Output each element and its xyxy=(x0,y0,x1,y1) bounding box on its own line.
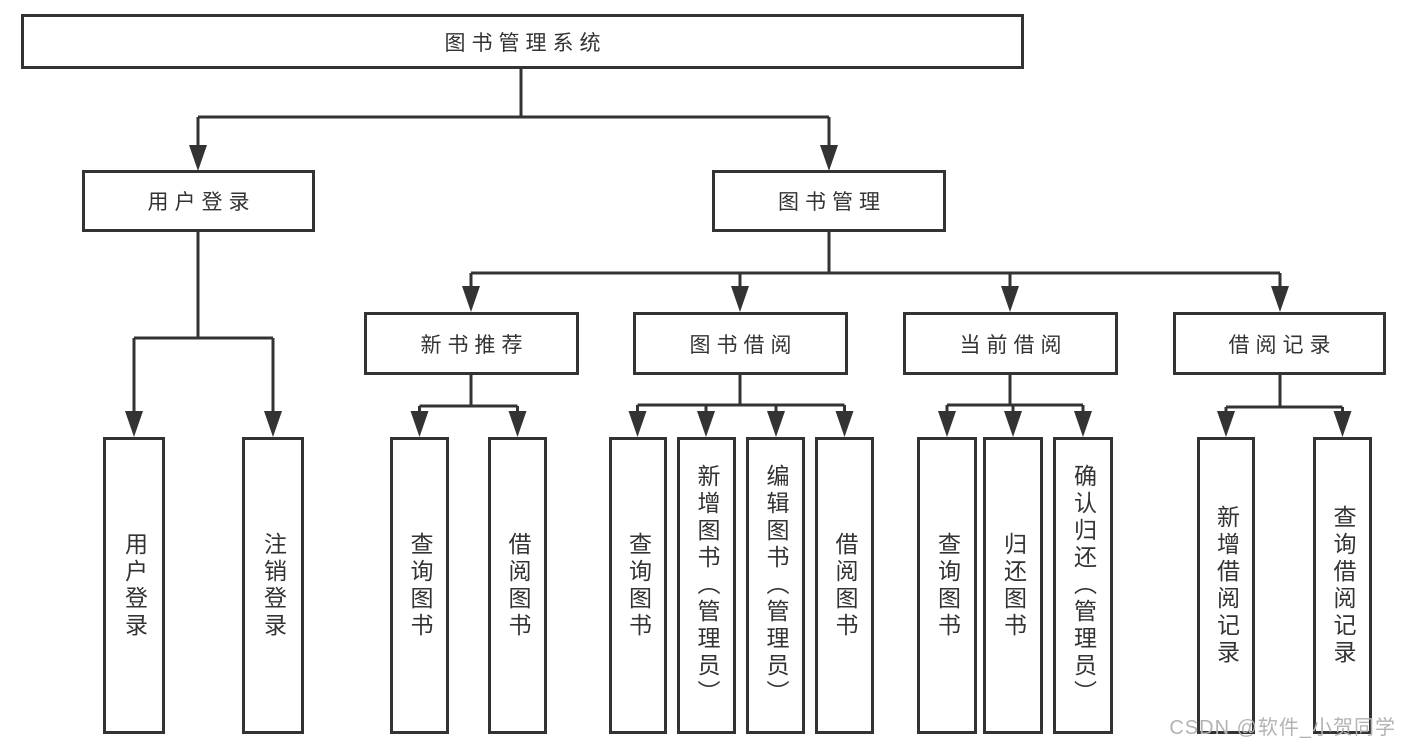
arrowhead xyxy=(189,145,207,171)
node-root: 图书管理系统 xyxy=(21,14,1024,69)
connector-borrowing-records-children xyxy=(1217,375,1352,437)
connector-current-borrowing-children xyxy=(938,375,1092,437)
arrowhead xyxy=(1074,411,1092,437)
node-cb-confirm-return-admin: 确认归还（管理员） xyxy=(1053,437,1113,734)
node-new-book-recommend: 新书推荐 xyxy=(364,312,579,375)
node-current-borrowing: 当前借阅 xyxy=(903,312,1118,375)
arrowhead xyxy=(1001,286,1019,312)
node-cb-query-books: 查询图书 xyxy=(917,437,977,734)
arrowhead xyxy=(1333,411,1352,437)
node-br-query-record: 查询借阅记录 xyxy=(1313,437,1372,734)
arrowhead xyxy=(1271,286,1289,312)
arrowhead xyxy=(1217,411,1235,437)
node-cb-return-books: 归还图书 xyxy=(983,437,1043,734)
node-bb-borrow-books: 借阅图书 xyxy=(815,437,874,734)
arrowhead xyxy=(731,286,749,312)
arrowhead xyxy=(938,411,956,437)
node-bb-add-books-admin: 新增图书（管理员） xyxy=(677,437,736,734)
arrowhead xyxy=(767,411,785,437)
watermark: CSDN @软件_小贺同学 xyxy=(1169,717,1396,739)
node-book-management: 图书管理 xyxy=(712,170,946,232)
arrowhead xyxy=(508,411,527,437)
connector-book-management-children xyxy=(462,232,1289,312)
arrowhead xyxy=(264,411,282,437)
arrowhead xyxy=(820,145,838,171)
node-borrowing-records: 借阅记录 xyxy=(1173,312,1386,375)
arrowhead xyxy=(835,411,854,437)
node-logout: 注销登录 xyxy=(242,437,304,734)
node-login: 用户登录 xyxy=(103,437,165,734)
connector-root-children xyxy=(189,69,838,171)
node-bb-query-books: 查询图书 xyxy=(609,437,667,734)
node-book-borrowing: 图书借阅 xyxy=(633,312,848,375)
node-nbr-borrow-books: 借阅图书 xyxy=(488,437,547,734)
arrowhead xyxy=(125,411,143,437)
node-nbr-query-books: 查询图书 xyxy=(390,437,449,734)
arrowhead xyxy=(697,411,715,437)
arrowhead xyxy=(1004,411,1022,437)
node-user-login: 用户登录 xyxy=(82,170,315,232)
connector-new-book-recommend-children xyxy=(410,375,527,437)
node-br-add-record: 新增借阅记录 xyxy=(1197,437,1255,734)
connector-user-login-children xyxy=(125,232,282,437)
connector-book-borrowing-children xyxy=(628,375,854,437)
arrowhead xyxy=(462,286,480,312)
arrowhead xyxy=(628,411,647,437)
arrowhead xyxy=(410,411,429,437)
node-bb-edit-books-admin: 编辑图书（管理员） xyxy=(746,437,805,734)
